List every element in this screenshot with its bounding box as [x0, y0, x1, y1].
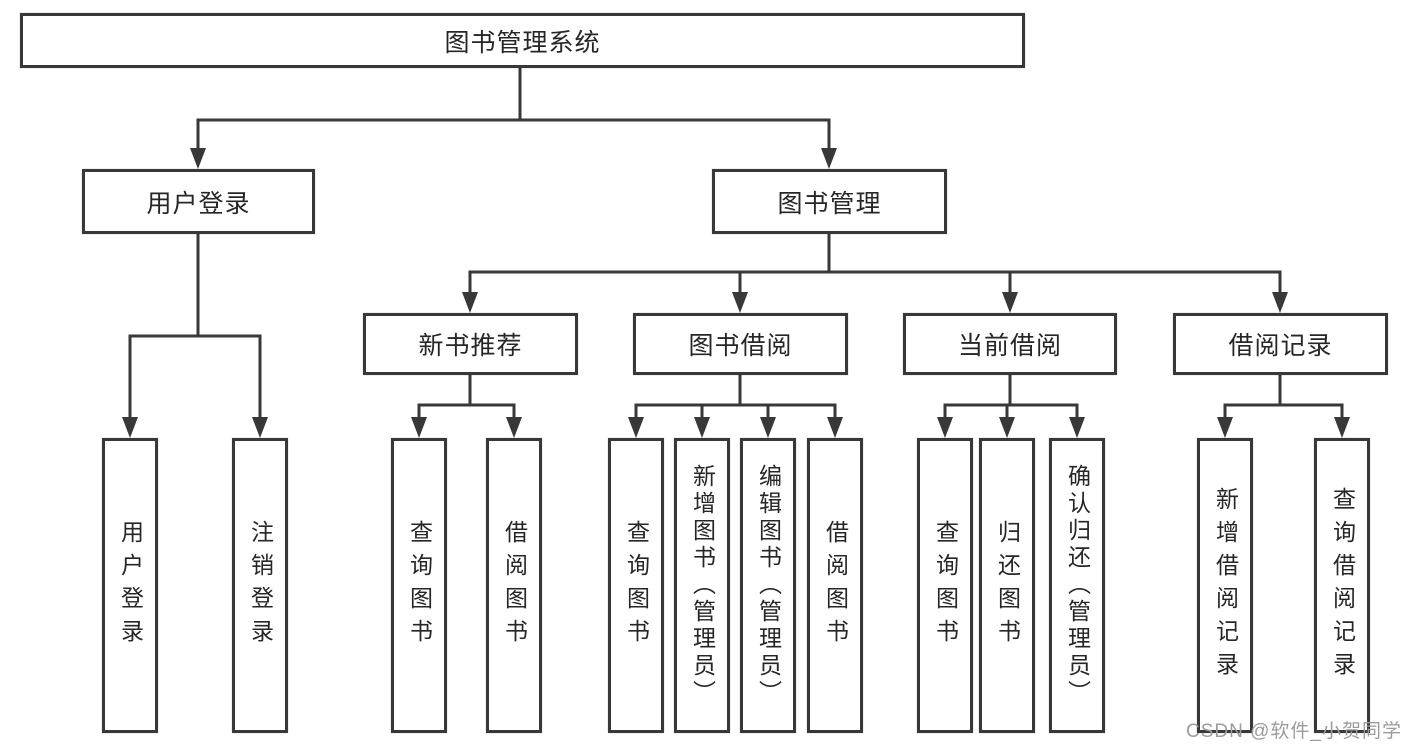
connector-arrowheads [122, 148, 1350, 438]
leaf-query-book-borrowing: 查询图书 [608, 438, 664, 733]
node-current-borrowing: 当前借阅 [903, 313, 1117, 375]
leaf-confirm-return-admin: 确认归还（管理员） [1049, 438, 1105, 733]
leaf-logout-login: 注销登录 [232, 438, 288, 733]
node-borrowing-records: 借阅记录 [1173, 313, 1388, 375]
node-new-book-recommend: 新书推荐 [363, 313, 578, 375]
leaf-query-book-recommend: 查询图书 [391, 438, 447, 733]
leaf-edit-book-admin: 编辑图书（管理员） [740, 438, 796, 733]
leaf-query-borrow-record: 查询借阅记录 [1314, 438, 1370, 733]
leaf-borrow-book-recommend: 借阅图书 [486, 438, 542, 733]
node-user-login: 用户登录 [82, 169, 315, 234]
node-book-management: 图书管理 [712, 169, 947, 234]
leaf-borrow-book-borrowing: 借阅图书 [807, 438, 863, 733]
leaf-add-borrow-record: 新增借阅记录 [1197, 438, 1253, 733]
connector-lines [128, 66, 1344, 421]
leaf-query-book-current: 查询图书 [917, 438, 973, 733]
leaf-return-book: 归还图书 [979, 438, 1035, 733]
leaf-add-book-admin: 新增图书（管理员） [674, 438, 730, 733]
watermark-text: CSDN @软件_小贺同学 [1186, 721, 1402, 742]
node-system-root: 图书管理系统 [20, 13, 1025, 68]
node-book-borrowing: 图书借阅 [633, 313, 848, 375]
leaf-user-login: 用户登录 [102, 438, 158, 733]
